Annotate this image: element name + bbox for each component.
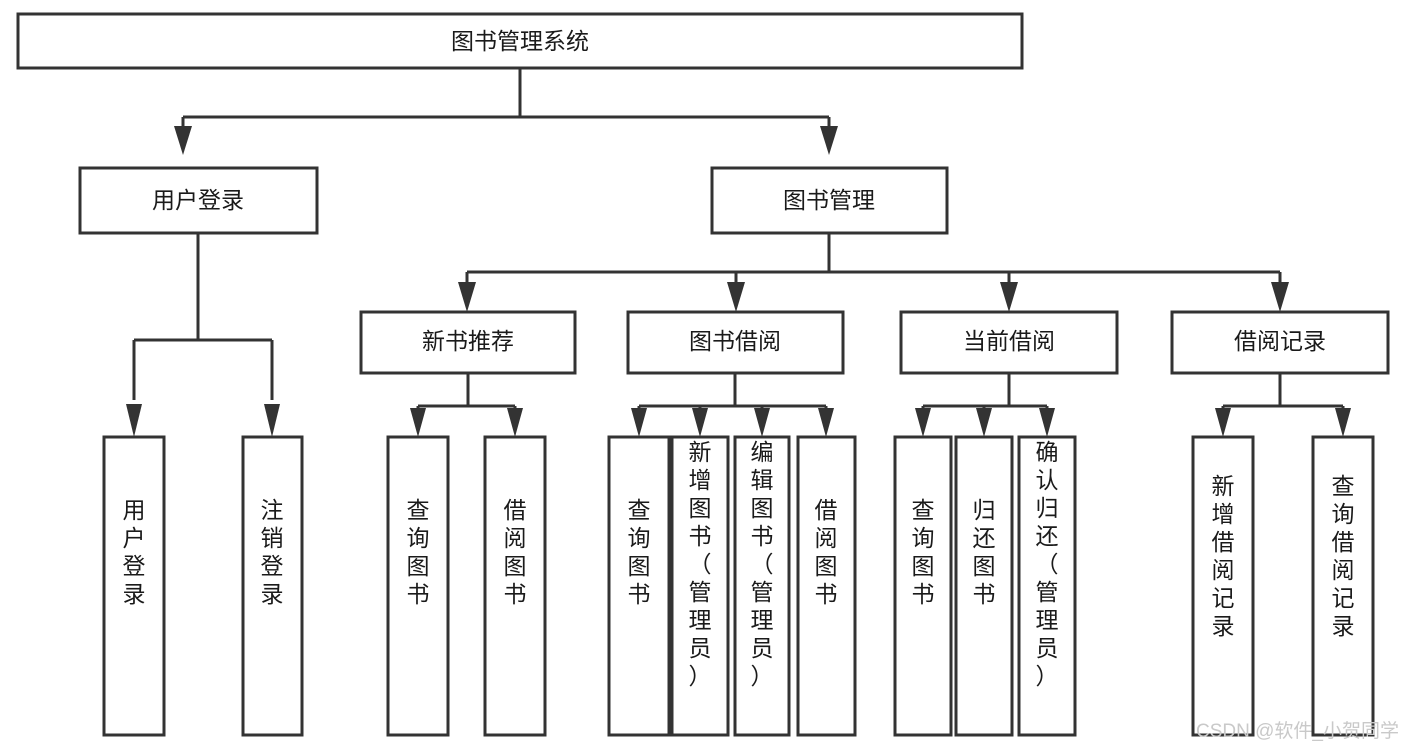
node-book-manage-box[interactable] bbox=[710, 166, 949, 235]
leaf-label-current-borrow-2: 归还图书 bbox=[973, 497, 996, 607]
leaf-node[interactable]: 用户登录 bbox=[102, 435, 166, 737]
leaf-node[interactable]: 编辑图书（管理员） bbox=[733, 435, 791, 737]
leaf-node[interactable]: 查询图书 bbox=[607, 435, 671, 737]
node-root-label: 图书管理系统 bbox=[451, 28, 589, 54]
arrow-book-borrow-leaf-2 bbox=[692, 408, 708, 437]
node-current-borrow[interactable]: 当前借阅 bbox=[899, 310, 1119, 375]
arrow-book-borrow-leaf-1 bbox=[631, 408, 647, 437]
leaf-label-user-login-1: 用户登录 bbox=[123, 497, 146, 607]
node-root-box[interactable] bbox=[16, 12, 1024, 70]
node-user-login[interactable]: 用户登录 bbox=[78, 166, 319, 235]
arrow-current-borrow-leaf-2 bbox=[976, 408, 992, 437]
csdn-watermark: CSDN @软件_小贺同学 bbox=[1196, 720, 1399, 742]
leaf-node[interactable]: 查询借阅记录 bbox=[1311, 435, 1375, 737]
node-user-login-label: 用户登录 bbox=[152, 187, 244, 213]
leaf-label-new-book-2: 借阅图书 bbox=[504, 497, 527, 607]
arrow-book-borrow-leaf-4 bbox=[818, 408, 834, 437]
node-current-borrow-label: 当前借阅 bbox=[963, 328, 1055, 354]
leaf-node[interactable]: 借阅图书 bbox=[483, 435, 547, 737]
arrow-current-borrow-leaf-3 bbox=[1039, 408, 1055, 437]
node-book-manage-label: 图书管理 bbox=[783, 187, 875, 213]
leaf-node[interactable]: 确认归还（管理员） bbox=[1017, 435, 1077, 737]
leaf-box-borrow-record-2[interactable] bbox=[1311, 435, 1375, 737]
leaf-label-book-borrow-4: 借阅图书 bbox=[815, 497, 838, 607]
leaf-box-book-borrow-4[interactable] bbox=[796, 435, 857, 737]
node-root[interactable]: 图书管理系统 bbox=[16, 12, 1024, 70]
node-new-book-box[interactable] bbox=[359, 310, 577, 375]
leaf-box-current-borrow-2[interactable] bbox=[954, 435, 1014, 737]
leaf-box-new-book-2[interactable] bbox=[483, 435, 547, 737]
leaf-node[interactable]: 查询图书 bbox=[893, 435, 953, 737]
leaf-box-borrow-record-1[interactable] bbox=[1191, 435, 1255, 737]
leaf-label-borrow-record-2: 查询借阅记录 bbox=[1332, 473, 1355, 639]
leaf-node[interactable]: 新增借阅记录 bbox=[1191, 435, 1255, 737]
arrow-root-to-user-login bbox=[174, 126, 192, 155]
arrow-user-login-leaf-2 bbox=[264, 404, 280, 437]
arrow-book-manage-child-4 bbox=[1271, 282, 1289, 312]
leaf-box-new-book-1[interactable] bbox=[386, 435, 450, 737]
leaf-label-borrow-record-1: 新增借阅记录 bbox=[1212, 473, 1235, 639]
leaf-box-book-borrow-2[interactable] bbox=[670, 435, 730, 737]
leaf-box-user-login-1[interactable] bbox=[102, 435, 166, 737]
leaf-box-current-borrow-1[interactable] bbox=[893, 435, 953, 737]
leaf-box-user-login-2[interactable] bbox=[241, 435, 304, 737]
arrow-book-manage-child-3 bbox=[1000, 282, 1018, 312]
leaf-node[interactable]: 归还图书 bbox=[954, 435, 1014, 737]
leaf-label-current-borrow-1: 查询图书 bbox=[912, 497, 935, 607]
leaf-node[interactable]: 新增图书（管理员） bbox=[670, 435, 730, 737]
node-current-borrow-box[interactable] bbox=[899, 310, 1119, 375]
leaf-node[interactable]: 注销登录 bbox=[241, 435, 304, 737]
leaf-label-user-login-2: 注销登录 bbox=[261, 497, 284, 607]
node-book-borrow-label: 图书借阅 bbox=[689, 328, 781, 354]
node-borrow-record-box[interactable] bbox=[1170, 310, 1390, 375]
node-new-book-label: 新书推荐 bbox=[422, 328, 514, 354]
leaf-label-book-borrow-3: 编辑图书（管理员） bbox=[751, 439, 774, 689]
node-book-borrow-box[interactable] bbox=[626, 310, 845, 375]
arrow-book-borrow-leaf-3 bbox=[754, 408, 770, 437]
arrow-book-manage-child-2 bbox=[727, 282, 745, 312]
leaf-label-book-borrow-2: 新增图书（管理员） bbox=[689, 439, 712, 689]
leaf-box-book-borrow-3[interactable] bbox=[733, 435, 791, 737]
leaf-label-current-borrow-3: 确认归还（管理员） bbox=[1036, 439, 1059, 689]
arrow-root-to-book-manage bbox=[820, 126, 838, 155]
node-book-manage[interactable]: 图书管理 bbox=[710, 166, 949, 235]
node-borrow-record[interactable]: 借阅记录 bbox=[1170, 310, 1390, 375]
arrow-current-borrow-leaf-1 bbox=[915, 408, 931, 437]
leaf-node[interactable]: 查询图书 bbox=[386, 435, 450, 737]
leaf-node[interactable]: 借阅图书 bbox=[796, 435, 857, 737]
node-new-book[interactable]: 新书推荐 bbox=[359, 310, 577, 375]
leaf-label-book-borrow-1: 查询图书 bbox=[628, 497, 651, 607]
leaf-label-new-book-1: 查询图书 bbox=[407, 497, 430, 607]
arrow-new-book-leaf-1 bbox=[410, 408, 426, 437]
connector-layer bbox=[126, 68, 1351, 437]
arrow-user-login-leaf-1 bbox=[126, 404, 142, 437]
node-book-borrow[interactable]: 图书借阅 bbox=[626, 310, 845, 375]
arrow-borrow-record-leaf-2 bbox=[1335, 408, 1351, 437]
leaf-box-current-borrow-3[interactable] bbox=[1017, 435, 1077, 737]
node-user-login-box[interactable] bbox=[78, 166, 319, 235]
arrow-book-manage-child-1 bbox=[458, 282, 476, 312]
arrow-new-book-leaf-2 bbox=[507, 408, 523, 437]
arrow-borrow-record-leaf-1 bbox=[1215, 408, 1231, 437]
node-borrow-record-label: 借阅记录 bbox=[1234, 328, 1326, 354]
leaf-box-book-borrow-1[interactable] bbox=[607, 435, 671, 737]
